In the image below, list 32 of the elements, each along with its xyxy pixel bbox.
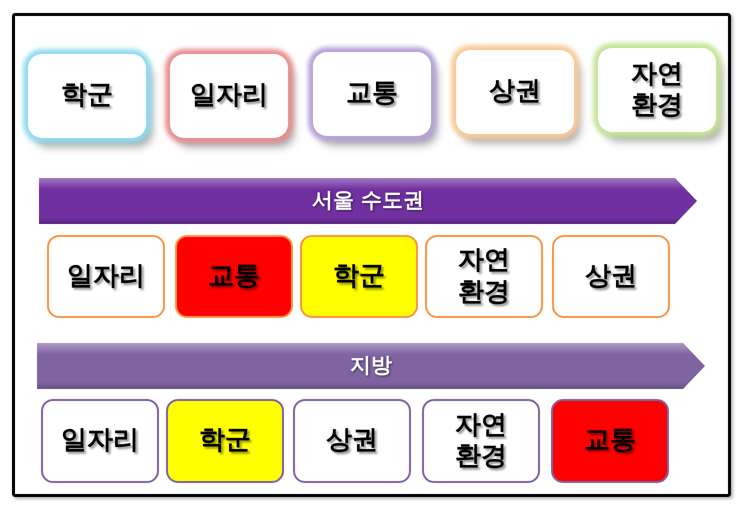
category-label: 상권: [585, 260, 637, 292]
category-label: 교통: [346, 78, 398, 110]
category-card: [425, 235, 543, 318]
category-label: 학군: [199, 425, 251, 457]
category-card: [170, 54, 288, 138]
category-label: 일자리: [61, 425, 139, 457]
category-card: [166, 399, 284, 483]
category-card: [300, 235, 418, 318]
banner-label: 서울 수도권: [312, 187, 424, 214]
category-card: [293, 399, 411, 483]
category-label: 일자리: [67, 260, 145, 292]
category-card: [47, 235, 165, 318]
category-card: [41, 399, 159, 483]
category-label: 자연 환경: [457, 245, 511, 308]
category-label: 자연 환경: [454, 410, 508, 472]
category-label: 상권: [489, 76, 541, 108]
category-label: 교통: [584, 425, 636, 457]
category-label: 자연 환경: [630, 58, 684, 122]
category-label: 학군: [333, 260, 385, 292]
banner-label: 지방: [350, 352, 392, 380]
category-card: [598, 48, 716, 132]
category-card: [552, 235, 670, 318]
category-label: 상권: [326, 425, 378, 457]
category-label: 학군: [61, 80, 113, 112]
category-card: [456, 50, 574, 134]
category-label: 일자리: [190, 80, 268, 112]
category-card: [28, 54, 146, 138]
category-card: [175, 235, 293, 318]
category-card: [422, 399, 540, 483]
category-card: [551, 399, 669, 483]
category-card: [313, 52, 431, 136]
category-label: 교통: [208, 260, 260, 292]
